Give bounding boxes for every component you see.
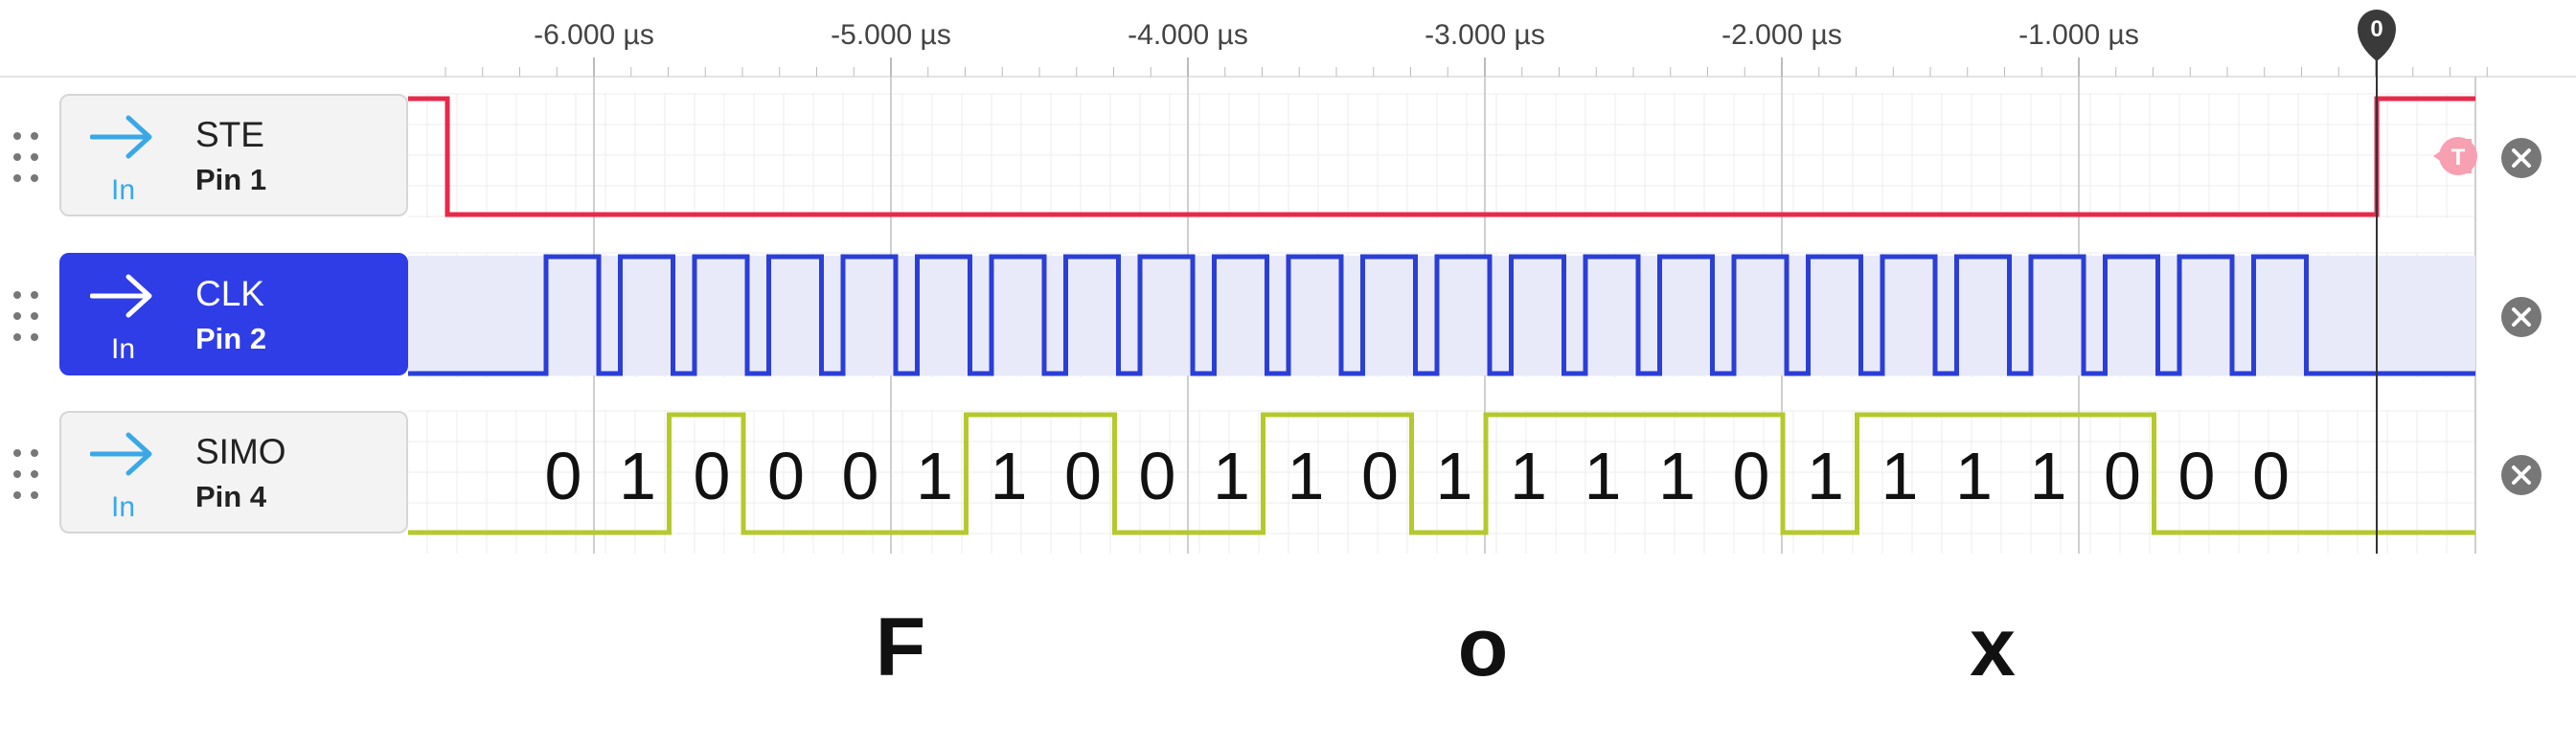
channel-name: SIMO	[195, 432, 286, 471]
decoded-char: F	[875, 601, 926, 693]
channel-pin: Pin 2	[195, 322, 267, 355]
simo-bit-label: 0	[2177, 439, 2216, 513]
simo-bit-label: 0	[1732, 439, 1770, 513]
channel-direction: In	[111, 174, 136, 206]
ste-waveform	[408, 96, 2475, 217]
simo-bit-label: 1	[1955, 439, 1993, 513]
channel-name: STE	[195, 115, 264, 154]
remove-channel-simo-close-icon[interactable]	[2500, 454, 2542, 496]
cursor-zero-marker[interactable]: 0	[2358, 10, 2396, 554]
simo-bit-label: 1	[619, 439, 656, 513]
channel-direction: In	[111, 333, 136, 365]
simo-bit-label: 0	[544, 439, 582, 513]
simo-bit-label: 1	[1881, 439, 1919, 513]
channel-name: CLK	[195, 274, 264, 313]
channel-direction: In	[111, 491, 136, 523]
cursor-label: 0	[2370, 16, 2382, 42]
simo-bit-label: 0	[2104, 439, 2141, 513]
decoded-char: o	[1457, 601, 1509, 693]
simo-bit-label: 1	[916, 439, 953, 513]
channel-card-ste[interactable]: In STE Pin 1	[59, 94, 408, 216]
channel-card-simo[interactable]: In SIMO Pin 4	[59, 411, 408, 533]
channel-pin: Pin 1	[195, 163, 267, 196]
simo-bit-label: 0	[1138, 439, 1176, 513]
channel-pin: Pin 4	[195, 480, 267, 513]
simo-bit-label: 0	[767, 439, 805, 513]
channel-card-clk[interactable]: In CLK Pin 2	[59, 253, 408, 375]
remove-channel-clk-close-icon[interactable]	[2500, 296, 2542, 338]
clk-band	[408, 256, 2475, 375]
simo-bit-label: 1	[1287, 439, 1325, 513]
trigger-marker[interactable]: T	[2433, 137, 2477, 175]
time-axis-label: -3.000 µs	[1425, 19, 1545, 51]
simo-waveform	[408, 412, 2475, 535]
simo-bit-label: 1	[990, 439, 1028, 513]
remove-channel-ste-close-icon[interactable]	[2500, 137, 2542, 179]
simo-bit-label: 1	[1510, 439, 1547, 513]
time-axis-label: -2.000 µs	[1721, 19, 1842, 51]
simo-bit-label: 1	[1658, 439, 1696, 513]
decoded-char: x	[1970, 601, 2016, 693]
simo-bit-label: 0	[841, 439, 879, 513]
time-axis-label: -6.000 µs	[534, 19, 654, 51]
simo-bit-label: 1	[1213, 439, 1250, 513]
simo-bit-label: 1	[1807, 439, 1844, 513]
simo-bit-label: 0	[1064, 439, 1102, 513]
simo-bit-label: 1	[1584, 439, 1622, 513]
simo-bit-label: 0	[1361, 439, 1399, 513]
input-arrow-icon	[90, 115, 152, 159]
simo-bit-label: 0	[693, 439, 731, 513]
drag-handle-simo-icon[interactable]	[10, 445, 42, 503]
time-axis-label: -4.000 µs	[1128, 19, 1248, 51]
time-axis-label: -5.000 µs	[831, 19, 951, 51]
input-arrow-icon	[90, 274, 152, 318]
drag-handle-clk-icon[interactable]	[10, 287, 42, 345]
simo-bit-label: 1	[1435, 439, 1473, 513]
drag-handle-ste-icon[interactable]	[10, 128, 42, 186]
input-arrow-icon	[90, 432, 152, 476]
clk-waveform	[408, 254, 2475, 376]
time-axis-label: -1.000 µs	[2018, 19, 2139, 51]
simo-bit-label: 0	[2252, 439, 2290, 513]
trigger-label: T	[2451, 145, 2466, 170]
simo-bit-label: 1	[2029, 439, 2067, 513]
